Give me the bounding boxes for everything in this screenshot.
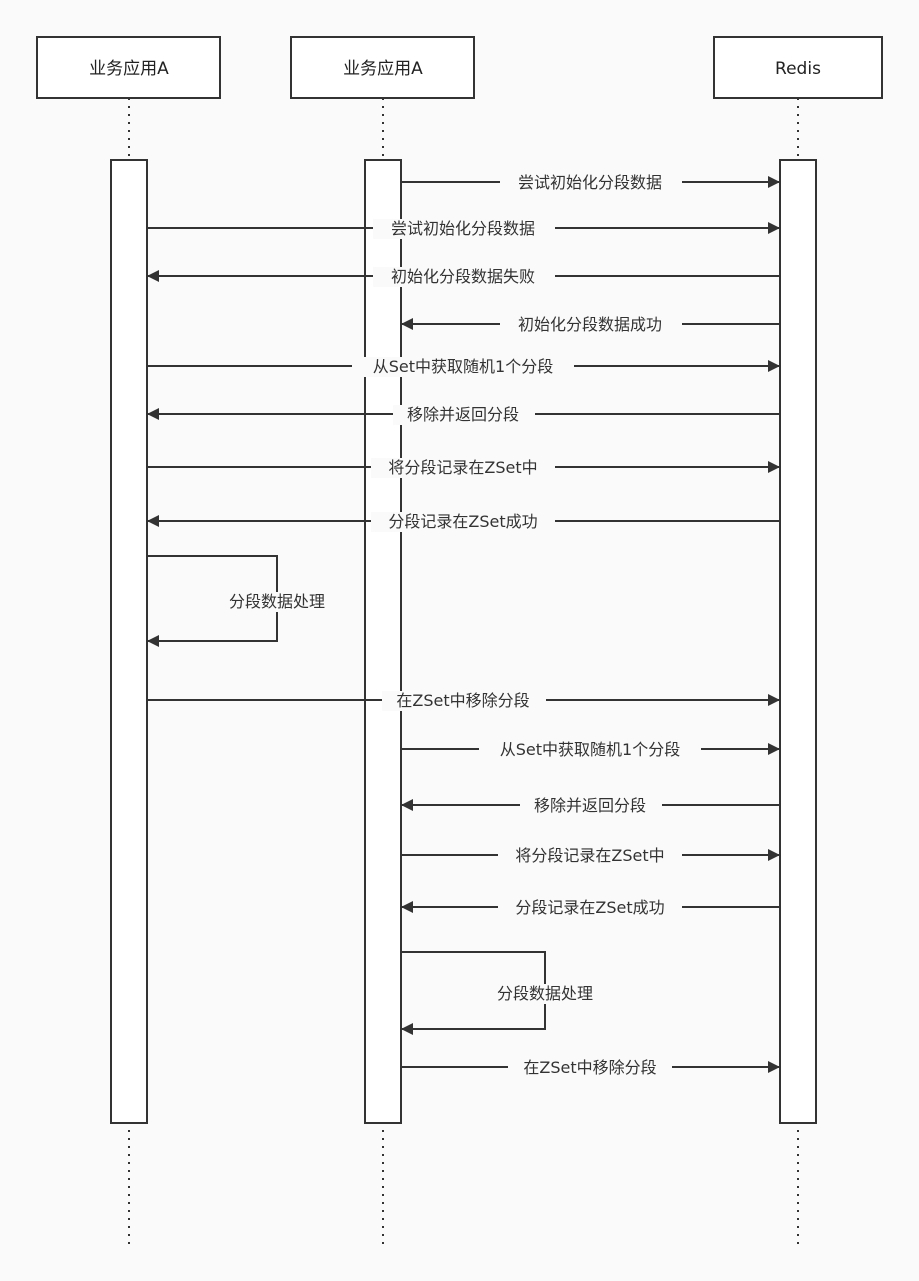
message: 在ZSet中移除分段 [147,691,780,711]
message-label: 从Set中获取随机1个分段 [500,740,680,759]
message-label: 分段数据处理 [229,592,325,611]
message-label: 分段记录在ZSet成功 [515,898,664,917]
message: 初始化分段数据失败 [147,267,780,287]
message-label: 将分段记录在ZSet中 [515,846,664,865]
activation-bar-a1 [110,159,148,1124]
message: 分段记录在ZSet成功 [147,512,780,532]
message-label: 在ZSet中移除分段 [396,691,529,710]
message: 从Set中获取随机1个分段 [147,357,780,377]
participant-a1: 业务应用A [36,36,221,99]
message-label: 初始化分段数据成功 [518,315,662,334]
self-message: 分段数据处理 [401,951,606,1035]
message-label: 初始化分段数据失败 [391,267,535,286]
participant-a2-label: 业务应用A [343,59,423,79]
message: 尝试初始化分段数据 [147,219,780,239]
message-label: 尝试初始化分段数据 [391,219,535,238]
message-label: 移除并返回分段 [407,405,519,424]
message: 将分段记录在ZSet中 [401,846,780,866]
message: 将分段记录在ZSet中 [147,458,780,478]
message: 尝试初始化分段数据 [401,173,780,193]
message: 从Set中获取随机1个分段 [401,740,780,760]
message-label: 在ZSet中移除分段 [523,1058,656,1077]
message: 移除并返回分段 [401,796,780,816]
participant-a2: 业务应用A [290,36,475,99]
message: 移除并返回分段 [147,405,780,425]
message: 分段记录在ZSet成功 [401,898,780,918]
message-label: 从Set中获取随机1个分段 [373,357,553,376]
message: 初始化分段数据成功 [401,315,780,335]
message-label: 分段数据处理 [497,984,593,1003]
message-label: 将分段记录在ZSet中 [388,458,537,477]
activation-bar-redis [779,159,817,1124]
self-message: 分段数据处理 [147,555,338,647]
participant-a1-label: 业务应用A [89,59,169,79]
message: 在ZSet中移除分段 [401,1058,780,1078]
message-label: 分段记录在ZSet成功 [388,512,537,531]
participant-redis-label: Redis [775,59,821,79]
participant-redis: Redis [713,36,883,99]
message-label: 移除并返回分段 [534,796,646,815]
message-label: 尝试初始化分段数据 [518,173,662,192]
activation-bar-a2 [364,159,402,1124]
